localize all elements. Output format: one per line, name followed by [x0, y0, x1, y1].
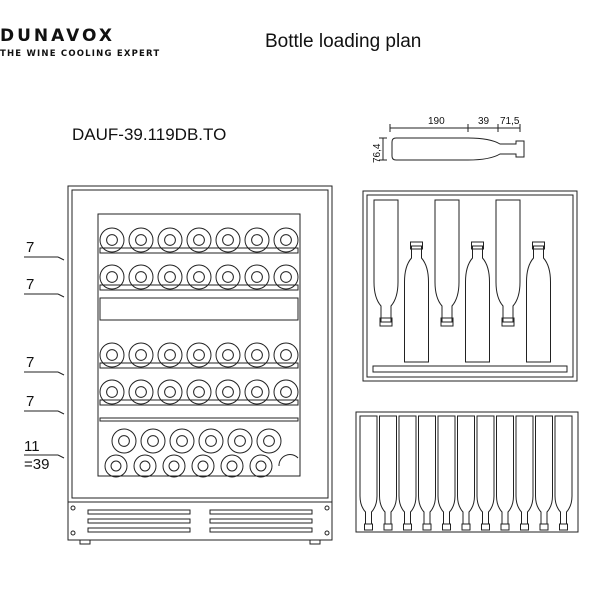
bottle-end: [273, 342, 299, 368]
bottle-side-view: [418, 415, 436, 531]
bottle-side-view: [476, 415, 495, 531]
total-count: =39: [24, 456, 49, 473]
bottle-end: [198, 428, 224, 454]
bottle-end: [215, 342, 241, 368]
bottle-end: [256, 428, 282, 454]
shelf: [99, 362, 299, 369]
bottom-bottle-group: [359, 415, 573, 531]
bottle-end-partial: [278, 454, 299, 467]
bottle-end: [220, 454, 244, 478]
shelf-divider: [99, 297, 299, 321]
bottle-end: [215, 264, 241, 290]
bottle-end: [227, 428, 253, 454]
bottle-end: [133, 454, 157, 478]
shelves: [99, 247, 299, 422]
shelf-count-4: 7: [26, 393, 34, 410]
bottle-end: [99, 227, 125, 253]
bottle-side-view: [535, 415, 553, 531]
bottle-end: [186, 264, 212, 290]
bottom-shelf-view: [355, 411, 579, 533]
bottle-end: [244, 227, 270, 253]
logo-text: DUNAVOX: [0, 26, 115, 46]
bottle-end: [128, 342, 154, 368]
bottle-side-view: [379, 415, 397, 531]
bottle-end: [249, 454, 273, 478]
bottle-end: [244, 379, 270, 405]
bottle-end: [128, 379, 154, 405]
bottle-dimension-drawing: [379, 124, 525, 161]
shelf-count-3: 7: [26, 354, 34, 371]
bottom-shelf-outline: [355, 411, 579, 533]
bottle-end: [157, 264, 183, 290]
bottle-end: [273, 379, 299, 405]
bottle-end: [99, 342, 125, 368]
bottle-end: [111, 428, 137, 454]
bottle-end: [99, 264, 125, 290]
bottle-outline: [391, 137, 525, 161]
bottle-end: [104, 454, 128, 478]
bottle-end: [128, 227, 154, 253]
bottle-end: [244, 264, 270, 290]
bottle-top-view: [434, 199, 460, 327]
bottle-top-view: [465, 241, 490, 363]
bottle-end: [244, 342, 270, 368]
bottle-end: [273, 264, 299, 290]
bottle-end: [191, 454, 215, 478]
shelf: [99, 284, 299, 291]
bottle-side-view: [554, 415, 573, 531]
bottle-top-view: [495, 199, 521, 327]
shelf: [99, 417, 299, 422]
dim-shoulder-length: 39: [478, 116, 490, 127]
page-title: Bottle loading plan: [265, 31, 422, 52]
shelf-count-pointers: [24, 256, 65, 459]
bottle-end: [128, 264, 154, 290]
bottle-end: [157, 342, 183, 368]
bottle-end: [157, 379, 183, 405]
top-bottle-group: [373, 199, 551, 363]
bottle-end: [186, 342, 212, 368]
bottle-side-view: [515, 415, 534, 531]
shelf-top-view: [362, 190, 578, 382]
bottle-rows: [99, 227, 299, 478]
bottle-end: [162, 454, 186, 478]
bottle-end: [157, 227, 183, 253]
bottle-end: [186, 379, 212, 405]
bottle-top-view: [526, 241, 551, 363]
bottle-side-view: [359, 415, 378, 531]
bottle-side-view: [496, 415, 514, 531]
bottle-end: [215, 379, 241, 405]
bottle-end: [186, 227, 212, 253]
shelf-count-5: 11: [24, 438, 40, 455]
model-number: DAUF-39.119DB.TO: [72, 125, 227, 144]
bottle-side-view: [398, 415, 417, 531]
dim-body-length: 190: [428, 116, 445, 127]
shelf-count-1: 7: [26, 239, 34, 256]
shelf-top-outline: [362, 190, 578, 382]
bottle-side-view: [457, 415, 475, 531]
shelf: [99, 399, 299, 406]
logo-tagline: THE WINE COOLING EXPERT: [0, 49, 161, 59]
bottle-end: [140, 428, 166, 454]
bottle-end: [169, 428, 195, 454]
bottle-side-view: [437, 415, 456, 531]
cooler-front-view: [67, 185, 333, 545]
shelf-count-2: 7: [26, 276, 34, 293]
dim-diameter: 76,4: [372, 143, 383, 163]
bottle-end: [99, 379, 125, 405]
base-vent-grille: [67, 501, 333, 545]
dim-neck-length: 71,5: [500, 116, 520, 127]
bottle-top-view: [404, 241, 429, 363]
bottle-top-view: [373, 199, 399, 327]
door-frame: [71, 189, 329, 499]
bottle-end: [215, 227, 241, 253]
bottle-end: [273, 227, 299, 253]
shelf: [99, 247, 299, 254]
